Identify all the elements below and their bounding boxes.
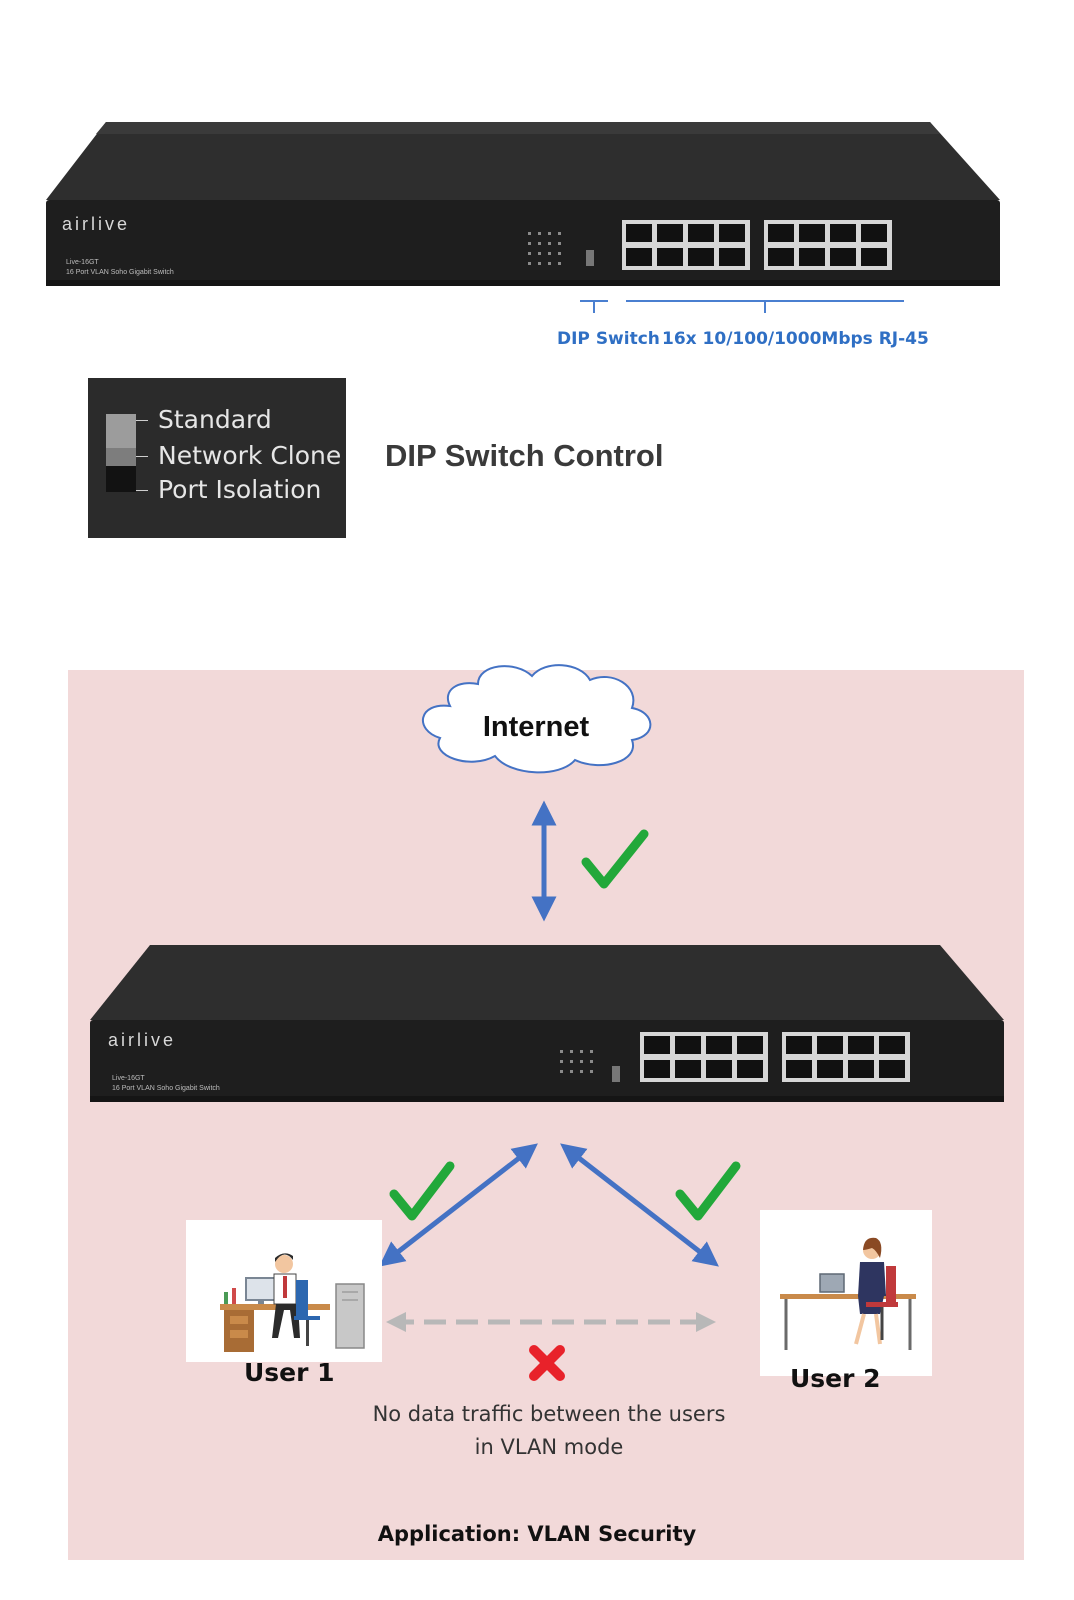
rj45-port — [861, 224, 887, 242]
switch-model-desc-lower: 16 Port VLAN Soho Gigabit Switch — [112, 1085, 220, 1092]
rj45-port — [626, 248, 652, 266]
rj45-port — [786, 1036, 812, 1054]
dip-switch-up — [106, 414, 136, 448]
rj45-port — [830, 248, 856, 266]
rj45-port — [786, 1060, 812, 1078]
rj45-port — [768, 224, 794, 242]
rj45-port — [675, 1036, 701, 1054]
dip-switch-mid — [106, 448, 136, 466]
dip-switch-panel: Standard Network Clone Port Isolation — [88, 378, 346, 538]
switch-brand-lower: airlive — [108, 1030, 176, 1050]
dip-switch-callout: DIP Switch — [557, 329, 660, 349]
rj45-port — [799, 224, 825, 242]
switch-model-lower: Live-16GT — [112, 1075, 145, 1082]
rj45-port — [688, 248, 714, 266]
rj45-port — [879, 1036, 905, 1054]
cross-icon — [529, 1345, 565, 1381]
rj45-port — [706, 1060, 732, 1078]
dip-switch-control-title: DIP Switch Control — [385, 438, 664, 473]
check-icon-user2 — [675, 1161, 741, 1221]
rj45-port — [675, 1060, 701, 1078]
switch-image-top: airlive Live-16GT 16 Port VLAN Soho Giga… — [46, 122, 1000, 286]
switch-image-lower: airlive Live-16GT 16 Port VLAN Soho Giga… — [90, 945, 1004, 1102]
user1-illustration — [186, 1220, 382, 1362]
rj45-port — [817, 1060, 843, 1078]
dip-switch-down — [106, 466, 136, 492]
rj45-port — [830, 224, 856, 242]
dip-mode-standard: Standard — [158, 405, 272, 434]
internet-cloud-icon — [422, 664, 652, 774]
callout-brackets — [580, 300, 904, 313]
rj45-port — [688, 224, 714, 242]
dip-mode-network-clone: Network Clone — [158, 441, 342, 470]
note-line-2: in VLAN mode — [474, 1435, 624, 1459]
rj45-port — [737, 1036, 763, 1054]
rj45-port — [861, 248, 887, 266]
switch-brand-top: airlive — [62, 214, 130, 234]
rj45-port — [719, 248, 745, 266]
user1-label: User 1 — [244, 1358, 335, 1387]
rj45-port — [644, 1060, 670, 1078]
rj45-port — [879, 1060, 905, 1078]
check-icon-internet — [581, 829, 649, 889]
application-caption: Application: VLAN Security — [377, 1522, 697, 1546]
rj45-port — [626, 224, 652, 242]
switch-model-top: Live-16GT — [66, 259, 99, 266]
user1-link-arrow — [379, 1143, 538, 1267]
rj45-port — [657, 224, 683, 242]
rj45-port — [657, 248, 683, 266]
note-line-1: No data traffic between the users — [372, 1402, 726, 1426]
internet-label: Internet — [483, 711, 590, 743]
rj45-port — [799, 248, 825, 266]
user2-label: User 2 — [790, 1364, 881, 1393]
ports-callout: 16x 10/100/1000Mbps RJ-45 — [662, 329, 929, 349]
rj45-port — [848, 1060, 874, 1078]
dip-mode-port-isolation: Port Isolation — [158, 475, 322, 504]
user2-link-arrow — [560, 1143, 719, 1267]
rj45-port — [644, 1036, 670, 1054]
switch-model-desc-top: 16 Port VLAN Soho Gigabit Switch — [66, 269, 174, 276]
rj45-port — [706, 1036, 732, 1054]
check-icon-user1 — [389, 1161, 455, 1221]
rj45-port — [737, 1060, 763, 1078]
user2-illustration — [760, 1210, 932, 1376]
rj45-port — [719, 224, 745, 242]
rj45-port — [768, 248, 794, 266]
rj45-port — [817, 1036, 843, 1054]
rj45-port — [848, 1036, 874, 1054]
